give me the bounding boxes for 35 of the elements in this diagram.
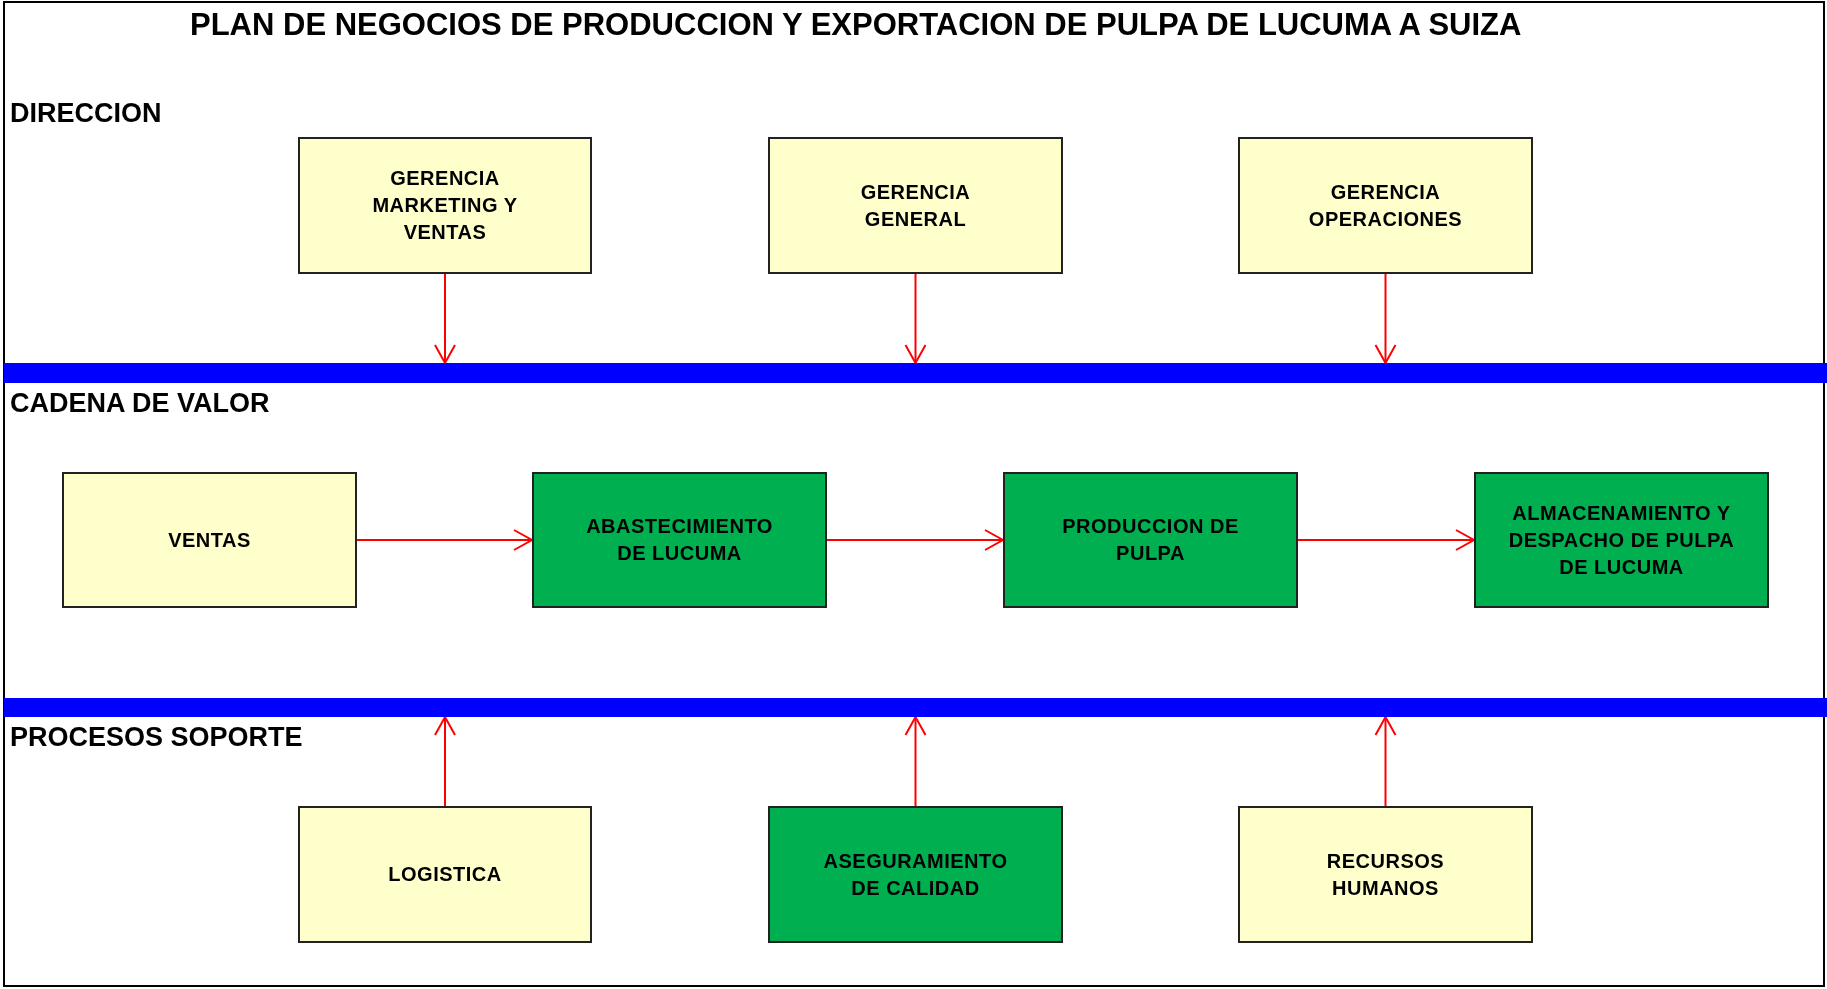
process-box [768,137,1063,274]
box-label: RECURSOS HUMANOS [1325,848,1446,901]
box-label: ASEGURAMIENTO DE CALIDAD [822,848,1009,901]
arrow [826,529,1004,551]
process-box [1474,472,1769,608]
box-label: ALMACENAMIENTO Y DESPACHO DE PULPA DE LUCUMA [1507,500,1736,580]
box-label: LOGISTICA [388,862,502,887]
section-heading: PROCESOS SOPORTE [10,724,303,751]
box-label: PRODUCCION DE PULPA [1061,514,1240,566]
box-label: ABASTECIMIENTO DE LUCUMA [585,514,774,566]
arrow [434,273,456,364]
band-bar [4,363,1827,383]
process-box [768,806,1063,943]
arrow [1297,529,1475,551]
box-label: GERENCIA GENERAL [859,179,972,232]
box-label: GERENCIA MARKETING Y VENTAS [371,166,519,245]
band-bar [4,698,1827,717]
arrow [904,716,927,807]
process-box [1003,472,1298,608]
arrow [1374,273,1397,364]
box-label: GERENCIA OPERACIONES [1307,179,1464,232]
section-heading: DIRECCION [10,100,162,127]
arrow [356,529,533,551]
process-box [532,472,827,608]
process-box [62,472,357,608]
diagram-title: PLAN DE NEGOCIOS DE PRODUCCION Y EXPORTACION DE PULPA DE LUCUMA A SUIZA [190,9,1522,40]
box-label: VENTAS [168,527,251,553]
arrow [434,716,456,807]
process-box [298,137,592,274]
process-box [1238,806,1533,943]
arrow [904,273,927,364]
process-box [1238,137,1533,274]
process-box [298,806,592,943]
arrow [1374,716,1397,807]
section-heading: CADENA DE VALOR [10,390,270,417]
